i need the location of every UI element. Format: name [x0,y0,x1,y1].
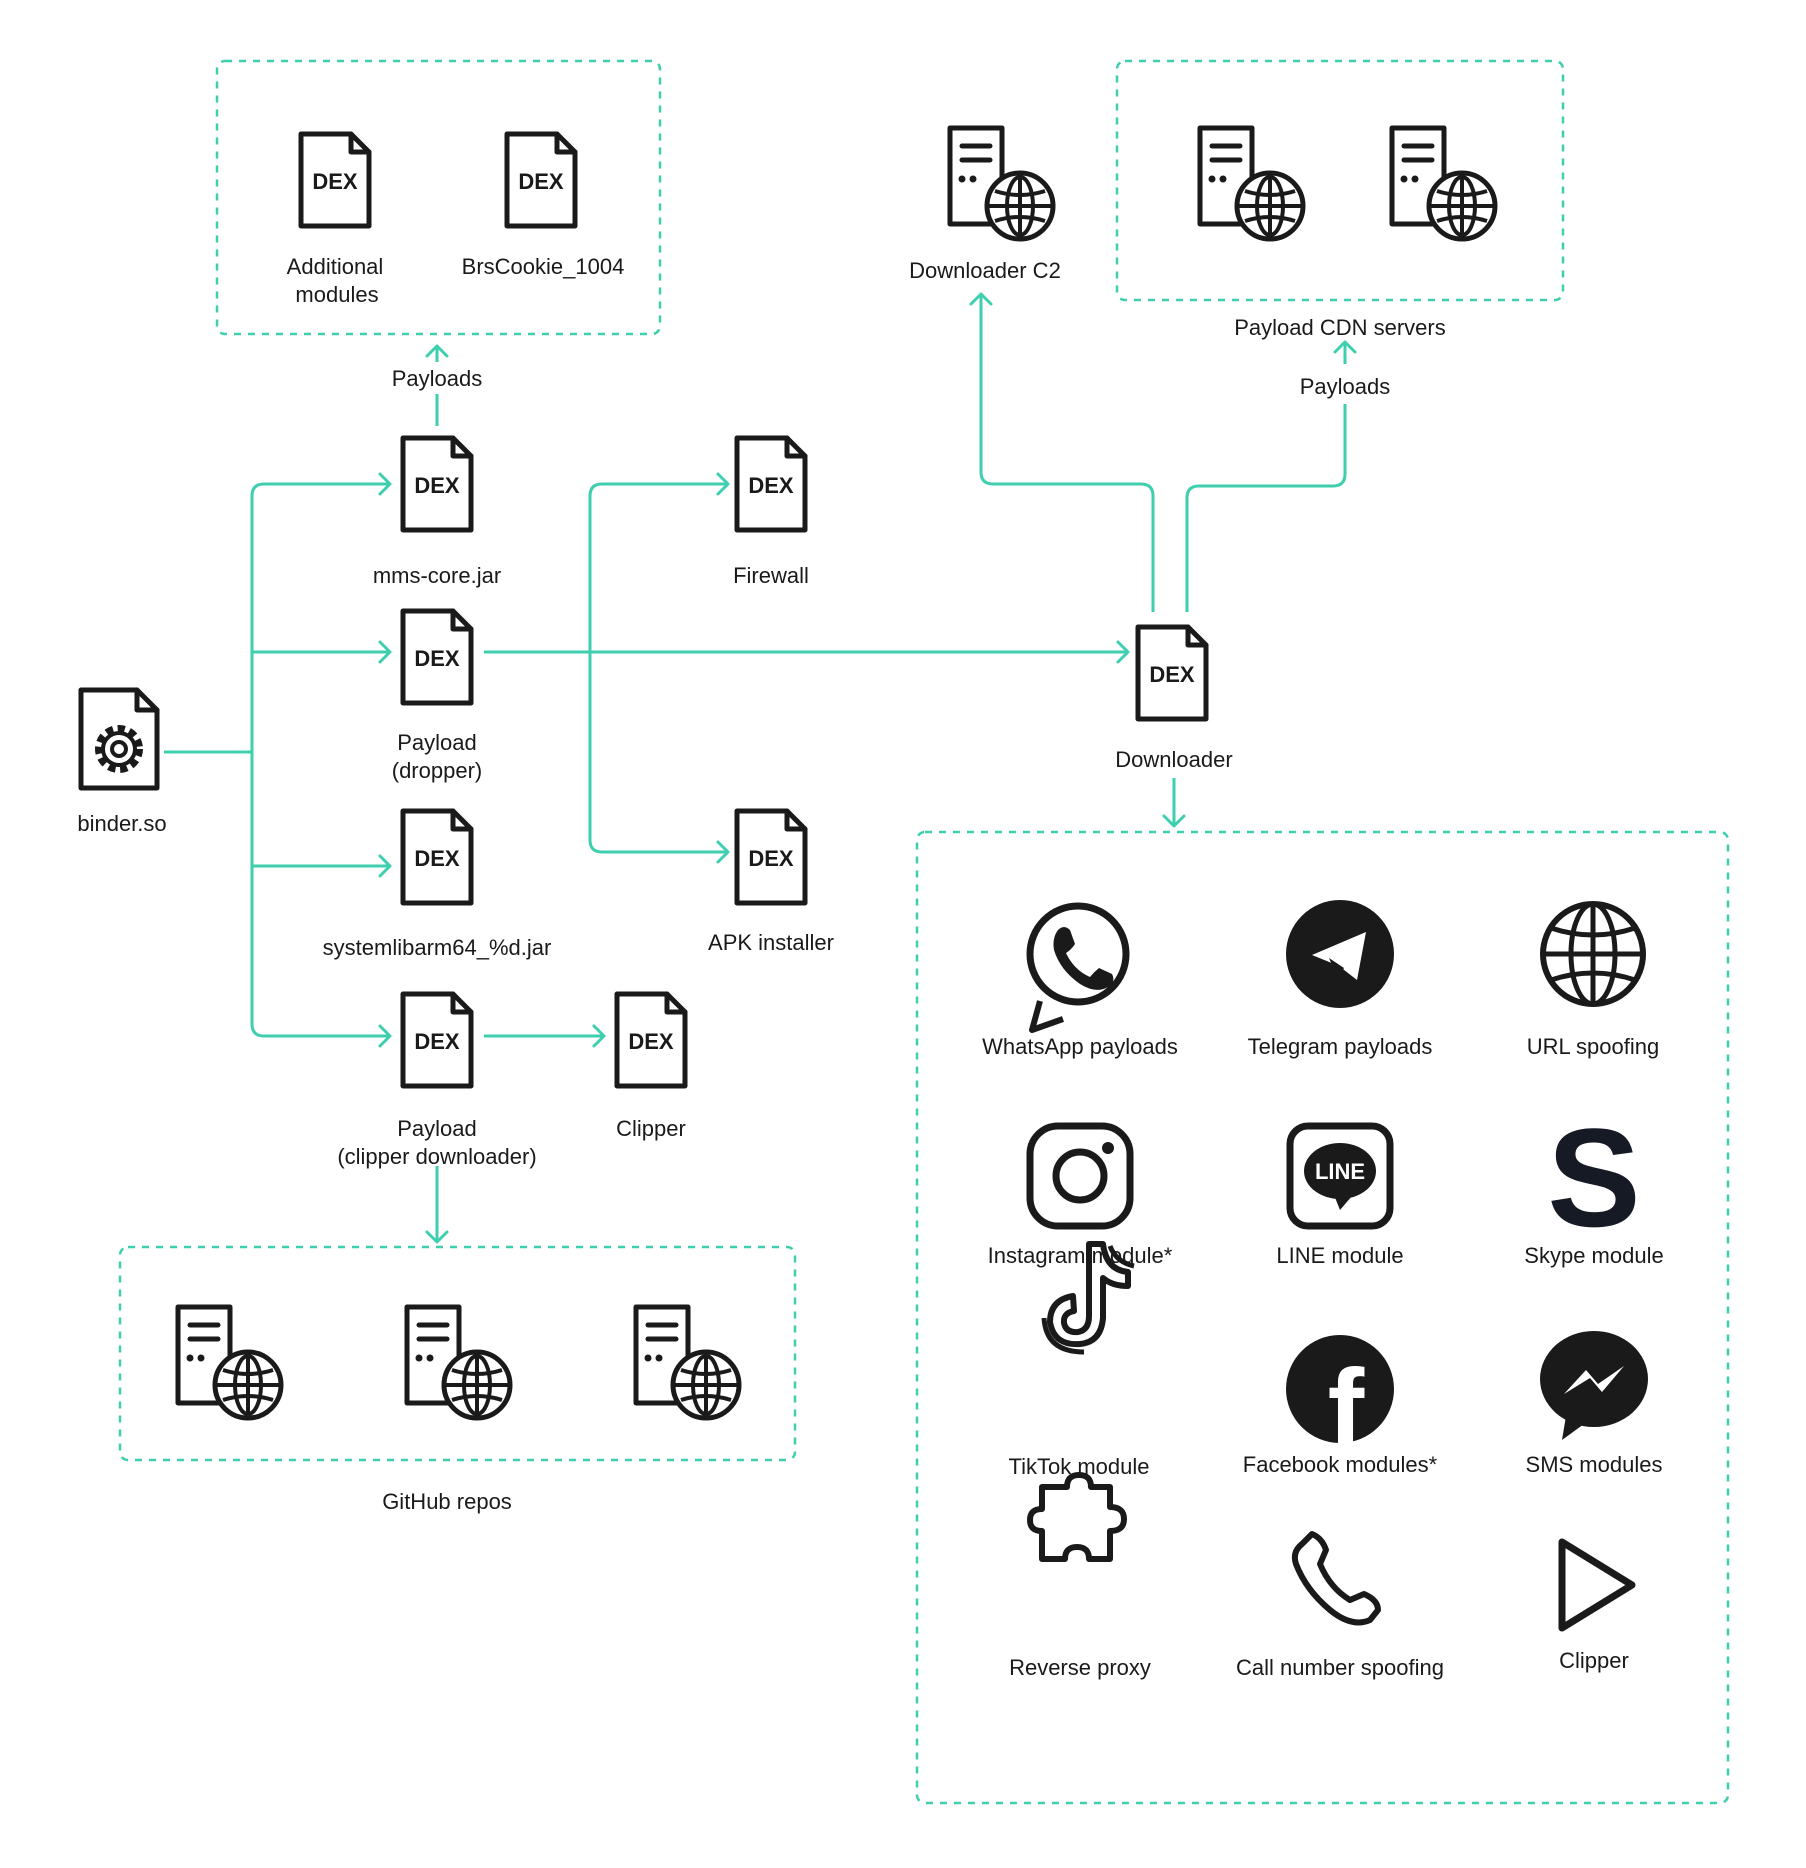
mms-core-node: DEX mms-core.jar [373,438,501,588]
tiktok-icon [1041,1241,1135,1355]
module-label: Skype module [1524,1243,1663,1268]
server-globe-icon [950,128,1053,239]
additional-modules-group [215,59,662,336]
github-repos-group [118,1245,797,1462]
module-label: Telegram payloads [1248,1034,1433,1059]
dex-tag: DEX [312,169,358,194]
module-reverse-proxy: Reverse proxy [1009,1472,1151,1680]
dex-tag: DEX [1149,662,1195,687]
dex-tag: DEX [628,1029,674,1054]
messenger-icon [1540,1331,1648,1440]
module-label: Clipper [1559,1648,1629,1673]
module-label: WhatsApp payloads [982,1034,1178,1059]
connector-bus [250,482,390,872]
downloader-c2-node: Downloader C2 [909,128,1061,283]
downloader-label: Downloader [1115,747,1232,772]
module-clipper: Clipper [1558,1538,1636,1673]
server-globe-icon [1392,128,1495,239]
dex-tag: DEX [414,846,460,871]
connector-downloader-cdn [1185,404,1347,612]
line-badge-text: LINE [1315,1159,1365,1184]
instagram-icon [1026,1122,1134,1230]
dex-tag: DEX [414,473,460,498]
dex-tag: DEX [748,473,794,498]
connector-to-clipper-dl [250,866,390,1038]
downloader-node: DEX Downloader [1115,627,1233,772]
payload-clipper-downloader-node: DEX Payload (clipper downloader) [337,994,537,1169]
payload-dropper-node: DEX Payload (dropper) [392,611,482,783]
connector-firewall-apk [588,482,728,854]
payload-clipper-downloader-label: Payload [397,1116,477,1141]
module-whatsapp: WhatsApp payloads [982,902,1178,1059]
module-call-spoofing: Call number spoofing [1236,1531,1444,1680]
module-sms: SMS modules [1526,1331,1663,1477]
systemlib-node: DEX systemlibarm64_%d.jar [323,811,552,960]
module-label: SMS modules [1526,1452,1663,1477]
brscookie-label: BrsCookie_1004 [462,254,625,279]
server-globe-icon [407,1307,510,1418]
module-instagram: Instagram module* [988,1122,1173,1268]
module-label: Facebook modules* [1243,1452,1438,1477]
firewall-node: DEX Firewall [733,438,809,588]
facebook-glyph: f [1328,1347,1365,1470]
server-globe-icon [1200,128,1303,239]
server-globe-icon [636,1307,739,1418]
github-repos-label: GitHub repos [382,1489,512,1514]
module-telegram: Telegram payloads [1248,900,1433,1059]
payloads-cdn-label: Payloads [1300,374,1391,399]
skype-icon: S [1547,1099,1640,1256]
additional-modules-node: DEX Additional modules [287,134,384,307]
clipper-dex-label: Clipper [616,1116,686,1141]
play-icon [1558,1538,1636,1632]
puzzle-icon [1027,1472,1127,1562]
dex-tag: DEX [748,846,794,871]
globe-icon [1540,901,1646,1007]
phone-icon [1291,1531,1381,1626]
apk-installer-node: DEX APK installer [708,811,834,955]
additional-modules-label: Additional [287,254,384,279]
mms-core-label: mms-core.jar [373,563,501,588]
connector-downloader-c2 [979,294,1155,612]
apk-installer-label: APK installer [708,930,834,955]
module-url-spoofing: URL spoofing [1527,901,1659,1059]
downloader-c2-label: Downloader C2 [909,258,1061,283]
telegram-icon [1286,900,1394,1008]
whatsapp-icon [1026,902,1130,1033]
dex-tag: DEX [518,169,564,194]
payload-cdn-label: Payload CDN servers [1234,315,1446,340]
settings-file-icon [78,687,160,791]
payload-dropper-sublabel: (dropper) [392,758,482,783]
module-label: Call number spoofing [1236,1655,1444,1680]
facebook-icon: f [1286,1335,1394,1470]
module-label: Reverse proxy [1009,1655,1151,1680]
downloader-modules-group [915,830,1730,1805]
dex-tag: DEX [414,646,460,671]
module-facebook: f Facebook modules* [1243,1335,1438,1477]
line-icon: LINE [1286,1122,1394,1230]
module-label: URL spoofing [1527,1034,1659,1059]
firewall-label: Firewall [733,563,809,588]
server-globe-icon [178,1307,281,1418]
clipper-dex-node: DEX Clipper [616,994,686,1141]
dex-tag: DEX [414,1029,460,1054]
brscookie-node: DEX BrsCookie_1004 [462,134,625,279]
module-tiktok: TikTok module [1008,1241,1150,1479]
additional-modules-sublabel: modules [295,282,378,307]
payload-clipper-downloader-sublabel: (clipper downloader) [337,1144,536,1169]
systemlib-label: systemlibarm64_%d.jar [323,935,552,960]
payloads-top-label: Payloads [392,366,483,391]
module-label: LINE module [1276,1243,1403,1268]
module-label: Instagram module* [988,1243,1173,1268]
module-skype: S Skype module [1524,1099,1663,1268]
binder-label: binder.so [77,811,166,836]
payload-cdn-group [1115,59,1565,302]
module-line: LINE LINE module [1276,1122,1404,1268]
skype-glyph: S [1547,1099,1640,1256]
binder-so-node: binder.so [77,687,167,836]
payload-dropper-label: Payload [397,730,477,755]
